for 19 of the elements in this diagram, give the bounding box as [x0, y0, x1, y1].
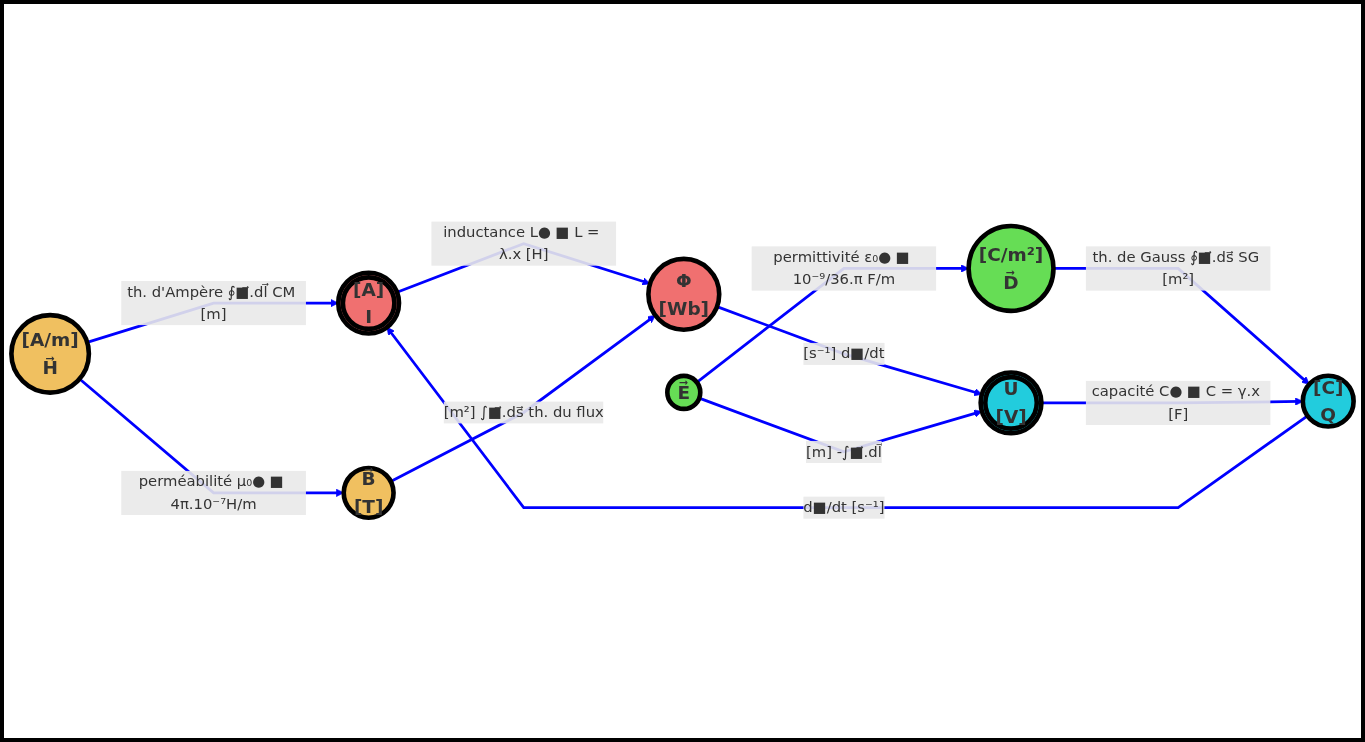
edge-label: perméabilité μ₀● ■ 4π.10⁻⁷H/m: [138, 472, 284, 513]
edge-label: permittivité ε₀● ■ 10⁻⁹/36.π F/m: [773, 248, 910, 288]
node-circle: [C] Q: [1300, 373, 1356, 429]
node-circle: E⃗: [665, 373, 703, 412]
edge-label: th. d'Ampère ∮■⃗.dl⃗ CM [m]: [127, 282, 296, 323]
node-circle: [C/m²] D⃗: [966, 223, 1056, 314]
edge-label: d■/dt [s⁻¹]: [803, 498, 885, 516]
arrow: [390, 315, 656, 483]
node-circle: [A] I: [335, 270, 402, 336]
node-circle: B⃗ [T]: [341, 465, 396, 521]
edge-label: capacité C● ■ C = γ.x [F]: [1091, 382, 1260, 423]
arrow: [386, 326, 1309, 510]
node-circle: Φ [Wb]: [646, 256, 722, 333]
edge-label: [s⁻¹] d■/dt: [803, 344, 885, 363]
node-circle: U [V]: [978, 370, 1044, 436]
node-circle: [A/m] H⃗: [9, 312, 92, 395]
edge-label: th. de Gauss ∮■⃗.ds⃗ SG [m²]: [1092, 248, 1260, 288]
edge-label: inductance L● ■ L = λ.x [H]: [443, 223, 600, 263]
edge-label: [m²] ∫■⃗.ds⃗ th. du flux: [443, 403, 604, 421]
